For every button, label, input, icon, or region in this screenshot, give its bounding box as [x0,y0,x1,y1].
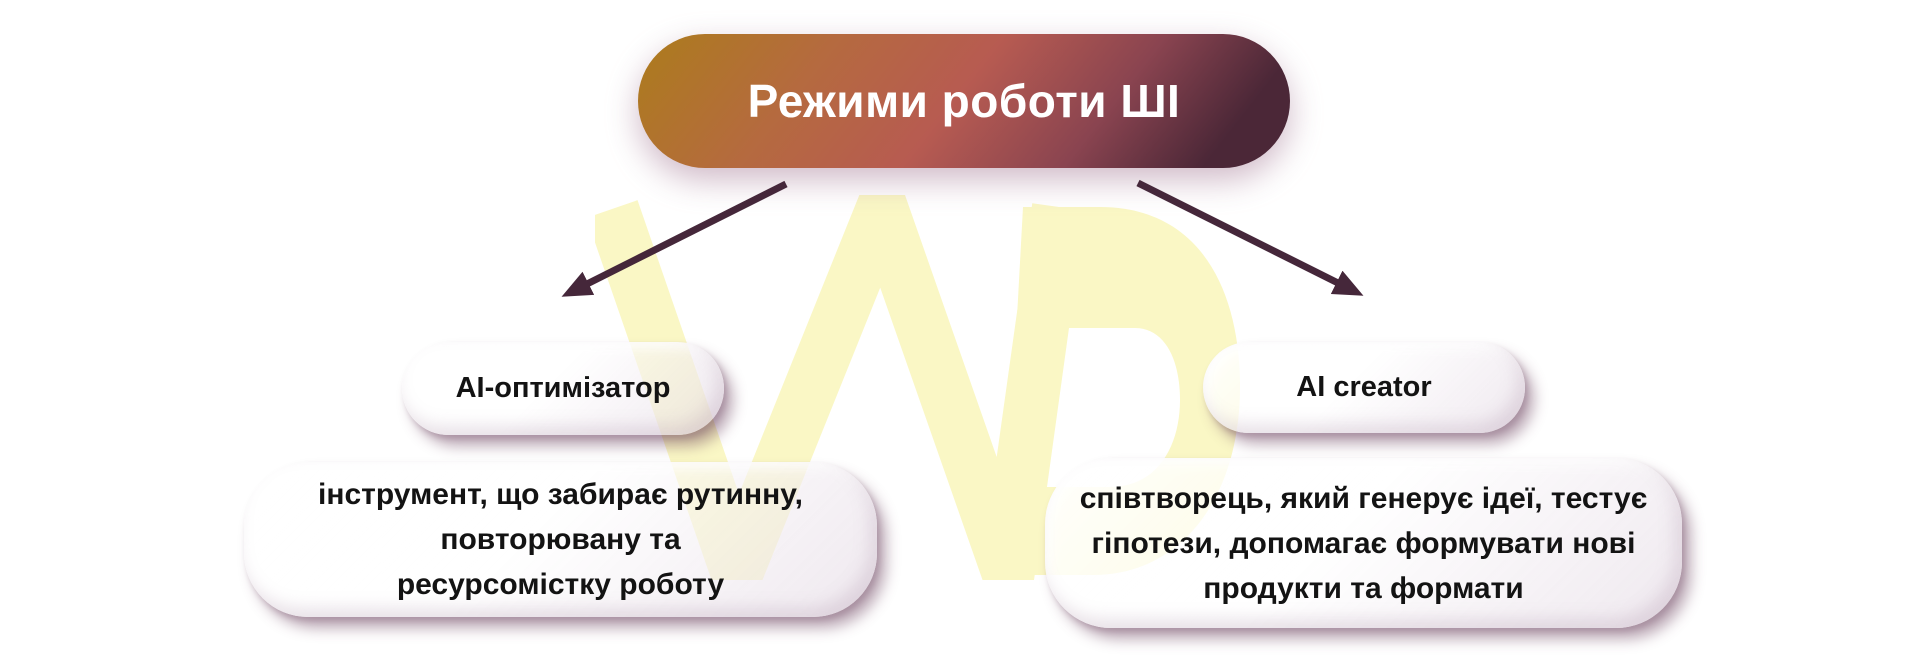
right-description-line-1: співтворець, який генерує ідеї, тестує [1079,481,1648,515]
right-mode-label: AI creator [1296,371,1432,403]
right-description-box: співтворець, який генерує ідеї, тестує г… [1045,458,1682,628]
right-mode-pill: AI creator [1203,342,1525,433]
left-description-text: інструмент, що забирає рутинну, повторюв… [318,472,803,607]
left-description-line-1: інструмент, що забирає рутинну, [318,478,803,511]
left-description-line-3: ресурсомістку роботу [396,568,725,601]
right-branch-arrow [1136,179,1364,296]
left-mode-pill: AI-оптимізатор [402,342,724,435]
left-mode-label: AI-оптимізатор [455,372,671,404]
page-title: Режими роботи ШІ [747,75,1181,127]
watermark-d-counter [1047,328,1180,487]
left-description-box: інструмент, що забирає рутинну, повторюв… [244,462,877,617]
right-description-line-2: гіпотези, допомагає формувати нові [1091,526,1636,560]
title-banner-shape [638,34,1290,168]
right-description-text: співтворець, який генерує ідеї, тестує г… [1080,476,1648,611]
right-description-line-3: продукти та формати [1203,571,1524,605]
left-branch-arrow [561,180,788,297]
title-banner [638,34,1290,168]
left-description-line-2: повторювану та [440,523,681,556]
